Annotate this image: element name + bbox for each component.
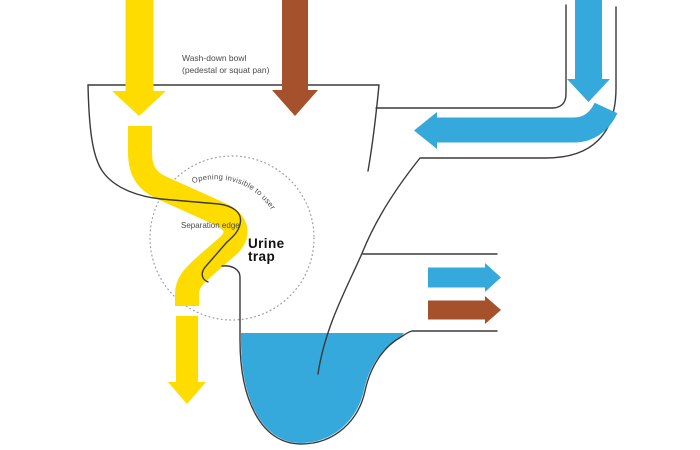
flushwater-inflow-head xyxy=(567,79,610,102)
feces-outflow-arrow xyxy=(428,296,501,324)
detail-circle xyxy=(149,155,315,321)
feces-outflow-head xyxy=(485,296,501,324)
flushwater-bowl-shaft xyxy=(436,102,618,143)
bowl-label-line2: (pedestal or squat pan) xyxy=(182,65,270,75)
flushwater-inflow-arrow xyxy=(567,0,610,102)
flushwater-bowl-arrow xyxy=(414,102,618,149)
water-outflow-arrow xyxy=(428,263,501,292)
feces-inflow-arrow xyxy=(272,0,318,116)
water-outflow-head xyxy=(485,263,501,292)
flush-pipe-top-edge xyxy=(375,4,567,109)
trap-water xyxy=(241,333,404,443)
urine-outflow-arrow xyxy=(168,316,206,404)
urine-outflow-head xyxy=(168,382,206,404)
urine-trap-label-line1: Urine xyxy=(248,236,285,251)
flush-pipe-bottom-edge-and-partition xyxy=(317,6,617,375)
urine-trap-flow-band xyxy=(128,126,248,306)
trap-u-bend-and-outlet-bottom-edge xyxy=(221,265,498,445)
urine-trap-label-line2: trap xyxy=(248,249,275,264)
bowl-label-line1: Wash-down bowl xyxy=(182,53,247,63)
bowl-left-wall-and-separation-curl xyxy=(87,84,242,283)
flushwater-bowl-head xyxy=(414,112,437,149)
separation-edge-label: Separation edge xyxy=(181,221,240,230)
urine-inflow-arrow xyxy=(112,0,166,116)
urine-inflow-head xyxy=(112,91,166,116)
bowl-rim-and-right-wall xyxy=(87,84,380,172)
feces-inflow-head xyxy=(272,90,318,116)
toilet-outline xyxy=(87,4,617,445)
